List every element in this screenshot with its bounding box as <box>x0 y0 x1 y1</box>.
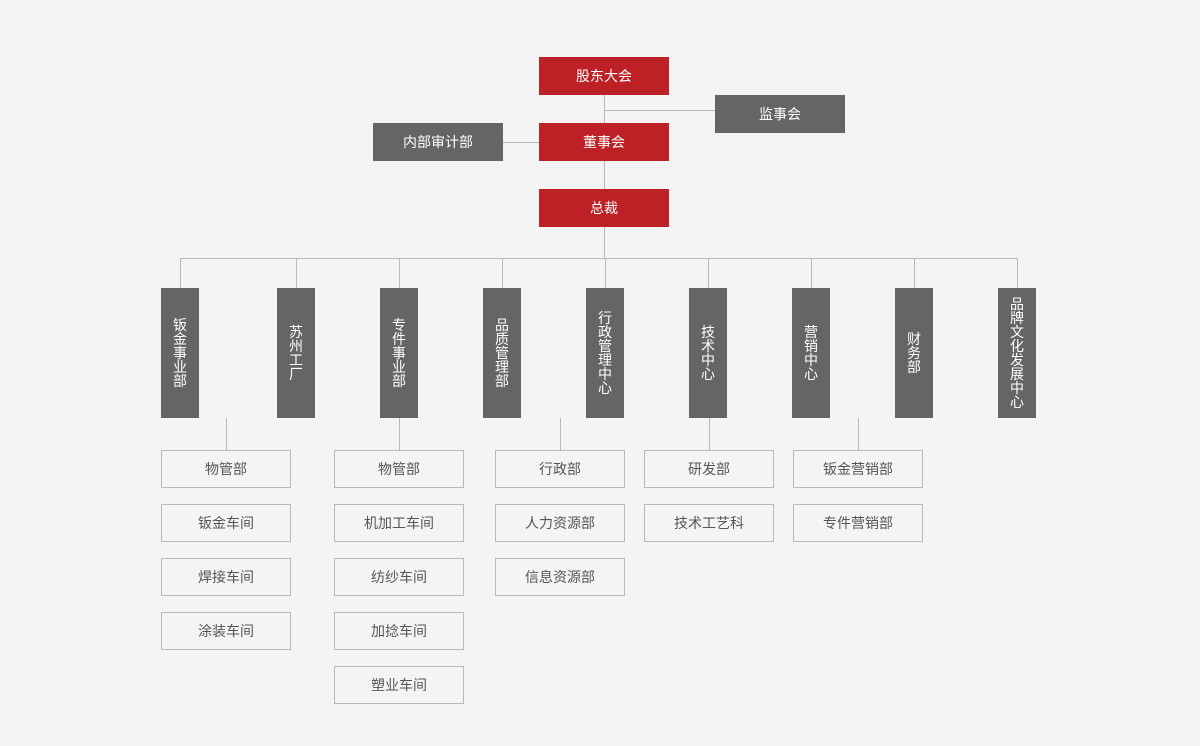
department-brand[interactable]: 品牌文化发展中心 <box>998 288 1036 418</box>
sub-department-sheet-metal-0[interactable]: 物管部 <box>161 450 291 488</box>
department-label-char: 州 <box>289 338 303 354</box>
department-label-char: 销 <box>804 338 818 354</box>
sub-department-marketing-1[interactable]: 专件营销部 <box>793 504 923 542</box>
department-label-char: 技 <box>701 324 715 340</box>
department-label-char: 务 <box>907 345 921 361</box>
department-label-char: 文 <box>1010 324 1024 340</box>
department-label-char: 业 <box>173 359 187 375</box>
department-label-char: 品 <box>1010 296 1024 312</box>
sub-department-admin-2[interactable]: 信息资源部 <box>495 558 625 596</box>
node-president[interactable]: 总裁 <box>539 189 669 227</box>
department-label-char: 件 <box>392 331 406 347</box>
department-label-char: 部 <box>907 359 921 375</box>
department-label-char: 发 <box>1010 352 1024 368</box>
department-label-char: 理 <box>598 352 612 368</box>
sub-department-tech-1[interactable]: 技术工艺科 <box>644 504 774 542</box>
department-label-char: 管 <box>495 345 509 361</box>
department-label-char: 心 <box>804 366 818 382</box>
department-label-char: 心 <box>598 380 612 396</box>
node-board-of-directors[interactable]: 董事会 <box>539 123 669 161</box>
department-label-char: 财 <box>907 331 921 347</box>
sub-department-special-4[interactable]: 塑业车间 <box>334 666 464 704</box>
department-label-char: 化 <box>1010 338 1024 354</box>
node-board-of-supervisors[interactable]: 监事会 <box>715 95 845 133</box>
department-special[interactable]: 专件事业部 <box>380 288 418 418</box>
department-marketing[interactable]: 营销中心 <box>792 288 830 418</box>
department-label-char: 部 <box>392 373 406 389</box>
department-label-char: 中 <box>701 352 715 368</box>
node-internal-audit[interactable]: 内部审计部 <box>373 123 503 161</box>
department-label-char: 部 <box>495 373 509 389</box>
department-label-char: 部 <box>173 373 187 389</box>
sub-department-special-2[interactable]: 纺纱车间 <box>334 558 464 596</box>
sub-department-marketing-0[interactable]: 钣金营销部 <box>793 450 923 488</box>
sub-department-sheet-metal-3[interactable]: 涂装车间 <box>161 612 291 650</box>
department-label-char: 中 <box>804 352 818 368</box>
sub-department-sheet-metal-1[interactable]: 钣金车间 <box>161 504 291 542</box>
department-label-char: 行 <box>598 310 612 326</box>
sub-department-special-3[interactable]: 加捻车间 <box>334 612 464 650</box>
department-label-char: 中 <box>598 366 612 382</box>
department-label-char: 专 <box>392 317 406 333</box>
department-finance[interactable]: 财务部 <box>895 288 933 418</box>
sub-department-tech-0[interactable]: 研发部 <box>644 450 774 488</box>
sub-department-admin-0[interactable]: 行政部 <box>495 450 625 488</box>
department-label-char: 理 <box>495 359 509 375</box>
department-label-char: 质 <box>495 331 509 347</box>
sub-department-special-0[interactable]: 物管部 <box>334 450 464 488</box>
department-label-char: 中 <box>1010 380 1024 396</box>
department-label-char: 厂 <box>289 366 303 382</box>
department-label-char: 政 <box>598 324 612 340</box>
department-label-char: 业 <box>392 359 406 375</box>
department-label-char: 金 <box>173 331 187 347</box>
department-label-char: 工 <box>289 352 303 368</box>
department-quality[interactable]: 品质管理部 <box>483 288 521 418</box>
department-tech[interactable]: 技术中心 <box>689 288 727 418</box>
department-label-char: 展 <box>1010 366 1024 382</box>
department-label-char: 事 <box>173 345 187 361</box>
node-shareholders-meeting[interactable]: 股东大会 <box>539 57 669 95</box>
department-label-char: 术 <box>701 338 715 354</box>
department-label-char: 事 <box>392 345 406 361</box>
department-label-char: 营 <box>804 324 818 340</box>
sub-department-admin-1[interactable]: 人力资源部 <box>495 504 625 542</box>
department-sheet-metal[interactable]: 钣金事业部 <box>161 288 199 418</box>
department-suzhou[interactable]: 苏州工厂 <box>277 288 315 418</box>
department-label-char: 心 <box>701 366 715 382</box>
department-label-char: 牌 <box>1010 310 1024 326</box>
sub-department-sheet-metal-2[interactable]: 焊接车间 <box>161 558 291 596</box>
department-label-char: 心 <box>1010 394 1024 410</box>
department-label-char: 钣 <box>173 317 187 333</box>
department-label-char: 苏 <box>289 324 303 340</box>
department-label-char: 品 <box>495 317 509 333</box>
department-label-char: 管 <box>598 338 612 354</box>
sub-department-special-1[interactable]: 机加工车间 <box>334 504 464 542</box>
department-admin[interactable]: 行政管理中心 <box>586 288 624 418</box>
